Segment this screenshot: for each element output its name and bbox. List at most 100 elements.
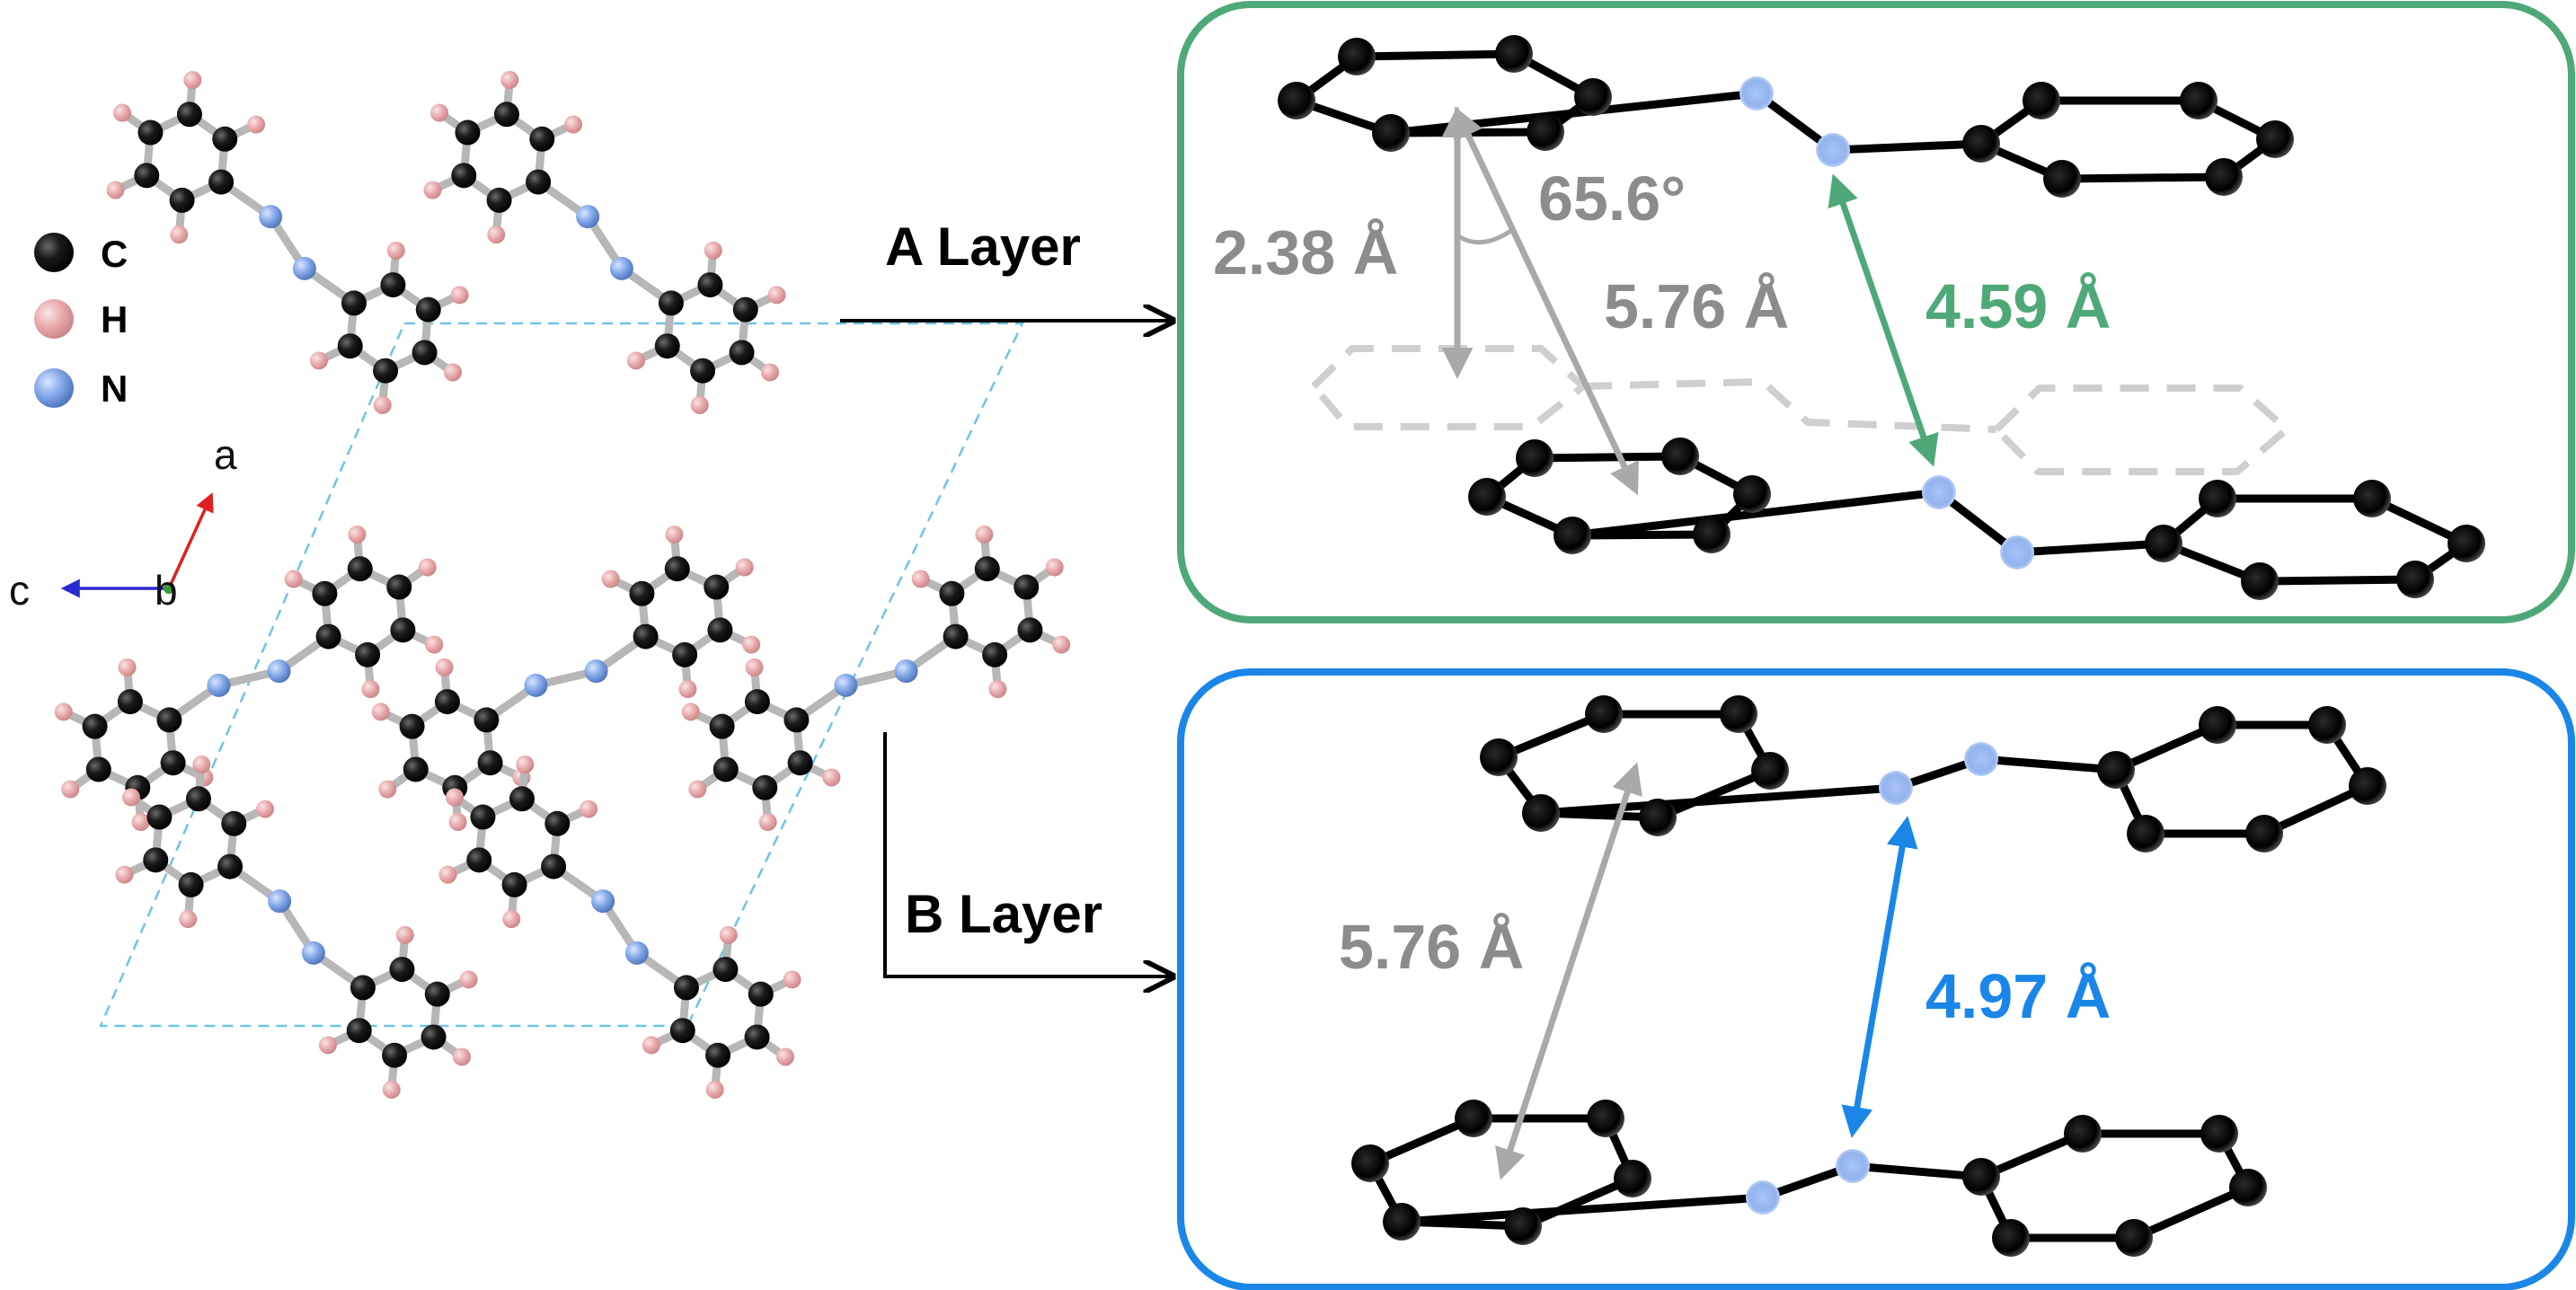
carbon-atom — [2200, 1115, 2238, 1153]
hydrogen-atom — [564, 115, 583, 134]
carbon-atom — [1017, 617, 1043, 643]
carbon-atom — [1516, 439, 1554, 477]
nitrogen-atom — [268, 889, 292, 914]
carbon-atom — [1480, 738, 1518, 776]
bond — [2016, 539, 2164, 557]
bond — [1571, 488, 1940, 540]
a-axis-label: a — [214, 431, 237, 478]
nitrogen-atom — [1879, 771, 1913, 805]
nitrogen-atom-icon — [34, 368, 74, 408]
carbon-atom — [787, 750, 813, 776]
carbon-atom — [1614, 1160, 1651, 1197]
hydrogen-atom — [1045, 558, 1064, 577]
nitrogen-atom — [609, 256, 633, 280]
svg-text:N: N — [101, 367, 128, 410]
b-axis-origin — [164, 583, 174, 594]
hydrogen-atom — [106, 181, 125, 199]
offset-label: 2.38 Å — [1213, 217, 1398, 287]
hydrogen-atom — [719, 925, 738, 944]
hydrogen-atom — [767, 286, 786, 305]
hydrogen-atom — [378, 780, 397, 799]
carbon-atom — [1693, 516, 1731, 553]
carbon-atom — [1495, 35, 1533, 73]
hydrogen-atom — [705, 1080, 724, 1099]
hydrogen-atom — [516, 755, 535, 774]
carbon-atom — [2043, 160, 2081, 198]
centroid-arrow — [1454, 106, 1639, 496]
carbon-atom — [373, 358, 399, 384]
b-axis-label: b — [155, 567, 178, 614]
c-axis-label: c — [9, 567, 30, 614]
hydrogen-atom — [735, 558, 754, 577]
hydrogen-atom — [179, 910, 198, 929]
nitrogen-atom — [207, 673, 231, 697]
hydrogen-atom — [453, 1047, 472, 1066]
hydrogen-atom — [395, 925, 414, 944]
carbon-atom — [501, 871, 527, 897]
carbon-atom — [705, 1042, 731, 1068]
carbon-atom — [399, 713, 425, 739]
carbon-atom — [466, 847, 492, 873]
carbon-atom — [2396, 561, 2434, 598]
hydrogen-atom — [642, 1036, 660, 1055]
carbon-atom — [1587, 1100, 1624, 1137]
carbon-atom — [178, 871, 204, 897]
carbon-atom — [156, 707, 182, 733]
carbon-atom — [2229, 1169, 2267, 1206]
carbon-atom — [350, 975, 376, 1001]
carbon-atom — [2199, 706, 2236, 744]
molecule — [423, 71, 786, 414]
carbon-atom — [2097, 751, 2135, 789]
carbon-atom — [1992, 1219, 2030, 1257]
hydrogen-atom — [783, 970, 801, 989]
carbon-atom — [221, 810, 247, 836]
hydrogen-atom — [445, 788, 464, 807]
carbon-atom — [212, 126, 238, 152]
hydrogen-atom — [425, 635, 444, 654]
carbon-atom — [160, 750, 186, 776]
carbon-atom — [2115, 1219, 2153, 1257]
a-centroid-label: 5.76 Å — [1604, 271, 1789, 341]
carbon-atom — [208, 169, 235, 195]
angle-label: 65.6° — [1538, 163, 1686, 234]
carbon-atom — [389, 957, 415, 983]
carbon-atom — [412, 340, 438, 366]
hydrogen-atom — [704, 241, 722, 260]
b-centroid-arrow — [1495, 762, 1642, 1180]
bond — [1832, 139, 1982, 155]
carbon-atom — [134, 163, 160, 189]
carbon-atom — [1733, 475, 1771, 513]
carbon-atom — [312, 580, 338, 606]
carbon-atom — [341, 290, 367, 316]
carbon-atom — [451, 163, 477, 189]
hydrogen-atom — [500, 71, 519, 90]
hydrogen-atom — [911, 570, 930, 588]
carbon-atom — [541, 853, 567, 879]
nitrogen-atom — [591, 889, 615, 914]
angle-arc — [1456, 227, 1514, 245]
carbon-atom — [2127, 815, 2164, 853]
hydrogen-atom — [444, 363, 463, 382]
molecule — [54, 525, 444, 832]
a-top-molecule — [1278, 35, 2294, 198]
axis-triad: a b c — [9, 431, 237, 614]
carbon-atom — [509, 786, 535, 812]
carbon-atom — [732, 296, 758, 322]
hydrogen-atom — [183, 71, 202, 90]
carbon-atom — [544, 810, 571, 836]
carbon-atom — [1468, 478, 1506, 516]
hydrogen-atom — [761, 363, 780, 382]
carbon-atom — [752, 774, 778, 800]
carbon-atom — [744, 1024, 770, 1050]
carbon-atom — [1751, 752, 1789, 790]
hydrogen-atom — [54, 702, 73, 721]
carbon-atom — [704, 574, 730, 600]
nitrogen-atom — [292, 256, 316, 280]
carbon-atom — [2448, 525, 2485, 562]
carbon-atom — [943, 623, 969, 649]
carbon-atom — [654, 333, 680, 359]
a-nn-arrow — [1828, 173, 1939, 467]
carbon-atom — [1372, 114, 1410, 152]
hydrogen-atom — [386, 241, 405, 260]
legend-hydrogen: H — [34, 298, 128, 340]
